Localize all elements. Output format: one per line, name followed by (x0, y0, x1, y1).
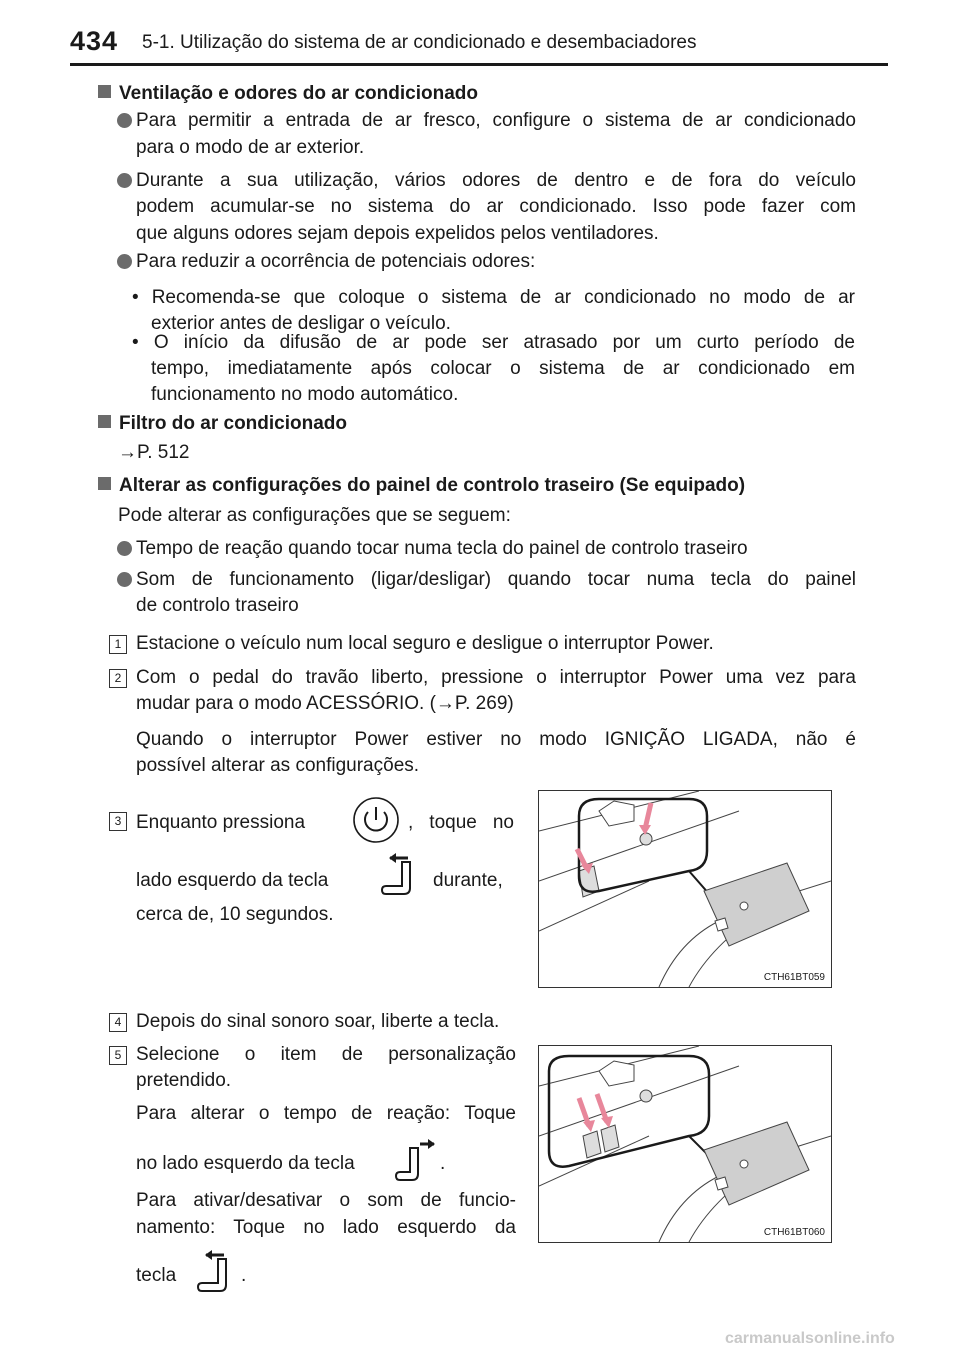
step-text: durante, (433, 870, 503, 891)
sub-bullet-text: • Recomenda-se que coloque o sistema de … (132, 287, 855, 308)
step-text: Com o pedal do travão liberto, pressione… (136, 667, 856, 688)
step-text: , toque no (408, 812, 514, 833)
round-bullet-icon (117, 541, 132, 556)
step-text: Enquanto pressiona (136, 812, 306, 833)
step-text: . (440, 1153, 446, 1174)
step-text: Depois do sinal sonoro soar, liberte a t… (136, 1011, 500, 1032)
figure-illustration (539, 791, 831, 987)
seat-arrow-icon (394, 1139, 435, 1181)
step-text: Para alterar o tempo de reação: Toque (136, 1103, 516, 1124)
round-bullet-icon (117, 254, 132, 269)
sub-bullet-text: exterior antes de desligar o veículo. (151, 313, 451, 334)
figure-code: CTH61BT059 (763, 972, 825, 983)
page-number: 434 (70, 26, 119, 56)
square-bullet-icon (98, 415, 111, 428)
figure-code: CTH61BT060 (763, 1227, 825, 1238)
step-text: lado esquerdo da tecla (136, 870, 329, 891)
intro-text: Pode alterar as configurações que se seg… (118, 505, 511, 526)
step-text: pretendido. (136, 1070, 232, 1091)
step-text: . (241, 1265, 247, 1286)
step-text: no lado esquerdo da tecla (136, 1153, 355, 1174)
step-note: possível alterar as configurações. (136, 755, 420, 776)
round-bullet-icon (117, 572, 132, 587)
step-note: Quando o interruptor Power estiver no mo… (136, 729, 856, 750)
square-bullet-icon (98, 85, 111, 98)
bullet-text: que alguns odores sejam depois expelidos… (136, 223, 659, 244)
heading-rear-panel-settings: Alterar as configurações do painel de co… (98, 472, 745, 499)
figure-rear-panel-2: CTH61BT060 (538, 1045, 832, 1243)
round-bullet-icon (117, 113, 132, 128)
bullet-text: Para reduzir a ocorrência de potenciais … (136, 251, 536, 272)
step-text: Para ativar/desativar o som de funcio- (136, 1190, 516, 1211)
bullet-text: de controlo traseiro (136, 595, 299, 616)
seat-arrow-icon (380, 853, 411, 895)
round-bullet-icon (117, 173, 132, 188)
heading-text: Filtro do ar condicionado (119, 413, 347, 434)
bullet-text: podem acumular-se no sistema do ar condi… (136, 196, 856, 217)
step-number: 2 (109, 669, 127, 688)
step-number: 3 (109, 812, 127, 831)
sub-bullet-text: funcionamento no modo automático. (151, 384, 459, 405)
page-reference-link[interactable]: →P. 512 (118, 442, 190, 463)
bullet-text: Tempo de reação quando tocar numa tecla … (136, 538, 748, 559)
heading-filter: Filtro do ar condicionado (98, 410, 347, 437)
sub-bullet-text: • O início da difusão de ar pode ser atr… (132, 332, 855, 353)
sub-bullet-text: tempo, imediatamente após colocar o sist… (151, 358, 855, 379)
figure-rear-panel-1: CTH61BT059 (538, 790, 832, 988)
step-number: 5 (109, 1046, 127, 1065)
step-number: 4 (109, 1013, 127, 1032)
heading-text: Ventilação e odores do ar condicionado (119, 83, 478, 104)
header-rule (70, 63, 888, 66)
footer-watermark: carmanualsonline.info (725, 1330, 895, 1347)
figure-illustration (539, 1046, 831, 1242)
seat-arrow-icon (196, 1250, 227, 1292)
bullet-text: Som de funcionamento (ligar/desligar) qu… (136, 569, 856, 590)
heading-text: Alterar as configurações do painel de co… (119, 475, 746, 496)
bullet-text: Para permitir a entrada de ar fresco, co… (136, 110, 856, 131)
step-text: mudar para o modo ACESSÓRIO. (→P. 269) (136, 693, 514, 714)
step-text: Selecione o item de personalização (136, 1044, 516, 1065)
section-title: 5-1. Utilização do sistema de ar condici… (142, 32, 697, 53)
step-text: cerca de, 10 segundos. (136, 904, 334, 925)
step-text: Estacione o veículo num local seguro e d… (136, 633, 714, 654)
step-text: namento: Toque no lado esquerdo da (136, 1217, 516, 1238)
step-number: 1 (109, 635, 127, 654)
bullet-text: Durante a sua utilização, vários odores … (136, 170, 856, 191)
power-button-icon (353, 797, 399, 843)
square-bullet-icon (98, 477, 111, 490)
heading-ventilation: Ventilação e odores do ar condicionado (98, 80, 478, 107)
step-text: tecla (136, 1265, 177, 1286)
bullet-text: para o modo de ar exterior. (136, 137, 365, 158)
